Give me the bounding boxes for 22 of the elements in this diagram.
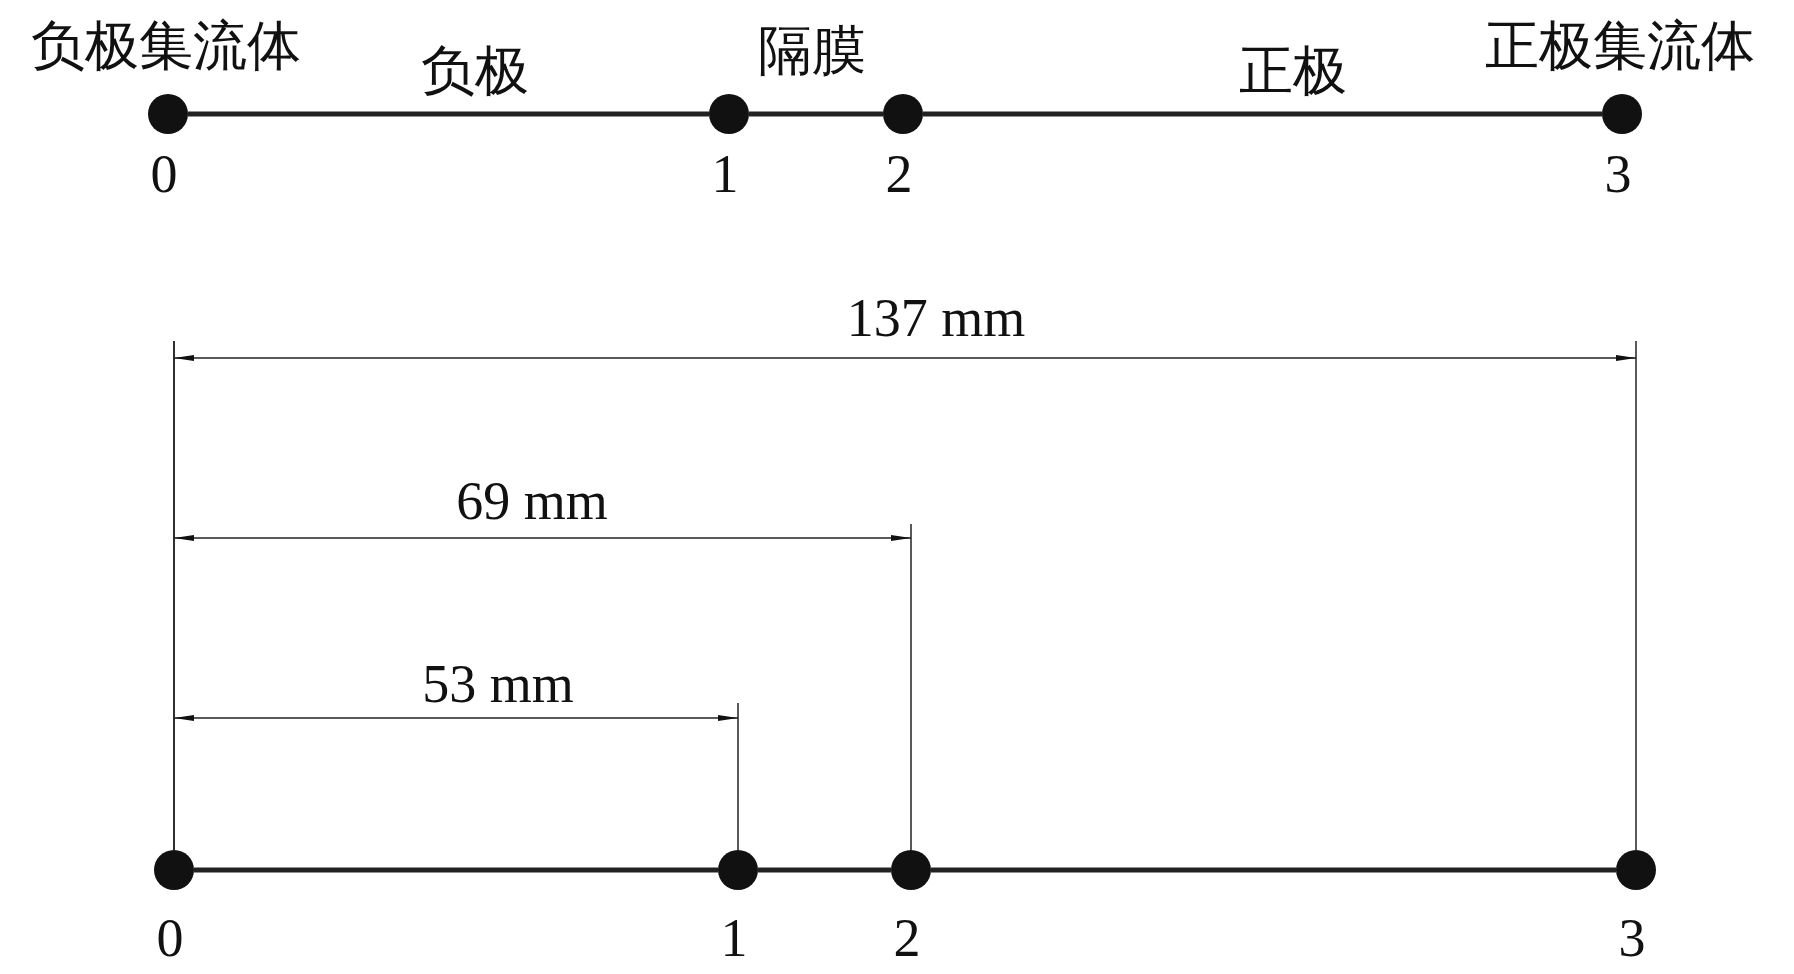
node-number: 0 (156, 911, 184, 965)
node-number: 1 (711, 147, 739, 201)
node-label: 正极集流体 (1485, 19, 1755, 73)
connector-line (194, 867, 718, 873)
node-number: 2 (885, 147, 913, 201)
node-number: 0 (150, 147, 178, 201)
dimension-label: 137 mm (846, 291, 1026, 345)
edge-label: 正极 (1239, 44, 1347, 98)
node-number: 3 (1604, 147, 1632, 201)
edge-label: 负极 (421, 44, 529, 98)
connector-line (188, 111, 709, 117)
node-number: 2 (893, 911, 921, 965)
connector-line (931, 867, 1616, 873)
node-number: 3 (1618, 911, 1646, 965)
node-label: 负极集流体 (31, 19, 301, 73)
node-number: 1 (720, 911, 748, 965)
connector-line (749, 111, 883, 117)
edge-label: 隔膜 (758, 24, 866, 78)
dimension-label: 69 mm (456, 474, 608, 528)
connector-line (758, 867, 891, 873)
connector-line (923, 111, 1602, 117)
dimension-label: 53 mm (422, 657, 574, 711)
